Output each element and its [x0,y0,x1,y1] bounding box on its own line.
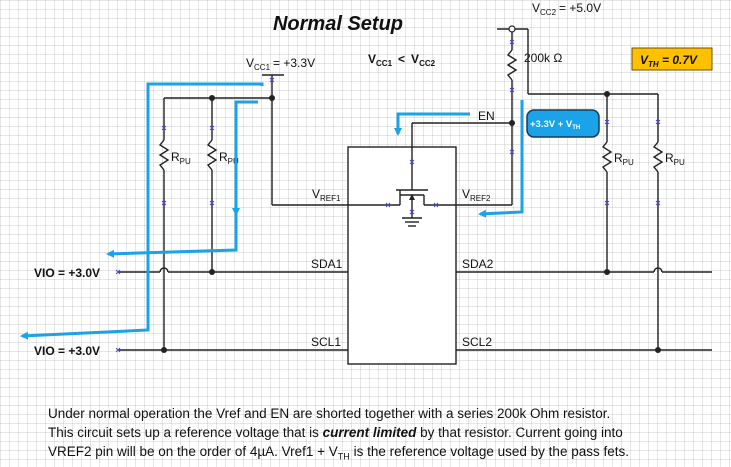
vth-box [631,47,713,71]
scl2-pin-label: SCL2 [462,335,492,349]
left-rpu1-resistor [158,139,170,171]
vref-badge-label: +3.3V + VTH [530,119,580,131]
vref2-pin-label: VREF2 [462,187,491,203]
flow-arrow-scl [20,82,152,340]
vref-badge [526,109,600,138]
description-text: Under normal operation the Vref and EN a… [48,404,728,467]
left-rpu2-label: RPU [219,150,239,166]
flow-arrow-en [394,112,470,136]
description-line-3: VREF2 pin will be on the order of 4µA. V… [48,444,629,462]
description-line-1: Under normal operation the Vref and EN a… [48,406,611,421]
vcc2-node [508,25,516,33]
vref1-pin-label: VREF1 [312,187,341,203]
flow-arrow-top [152,82,264,86]
connection-markers [115,39,661,353]
left-rpu2-resistor [206,139,218,171]
right-rpu1-label: RPU [614,151,634,167]
vcc-compare-label: VCC1<VCC2 [368,52,436,68]
right-rpu2-resistor [652,141,664,173]
vio-bottom-label: VIO = +3.0V [34,344,100,358]
right-rpu2-label: RPU [665,151,685,167]
resistor-200k [506,49,518,81]
vcc2-label: VCC2= +5.0V [532,1,601,17]
flow-arrow-vref2 [478,100,524,218]
right-rpu1-resistor [601,141,613,173]
sda1-pin-label: SDA1 [311,257,343,271]
sda2-pin-label: SDA2 [462,257,494,271]
scl1-pin-label: SCL1 [311,335,341,349]
vcc1-label: VCC1= +3.3V [246,56,315,72]
junction-dots [161,91,661,353]
left-rpu1-label: RPU [171,150,191,166]
resistor-200k-label: 200k Ω [524,51,562,65]
ic-chip [347,146,457,365]
vio-top-label: VIO = +3.0V [34,266,100,280]
vth-box-label: VTH = 0.7V [640,53,698,69]
description-line-2: This circuit sets up a reference voltage… [48,425,623,440]
diagram-title: Normal Setup [273,13,403,35]
en-pin-label: EN [478,109,495,123]
